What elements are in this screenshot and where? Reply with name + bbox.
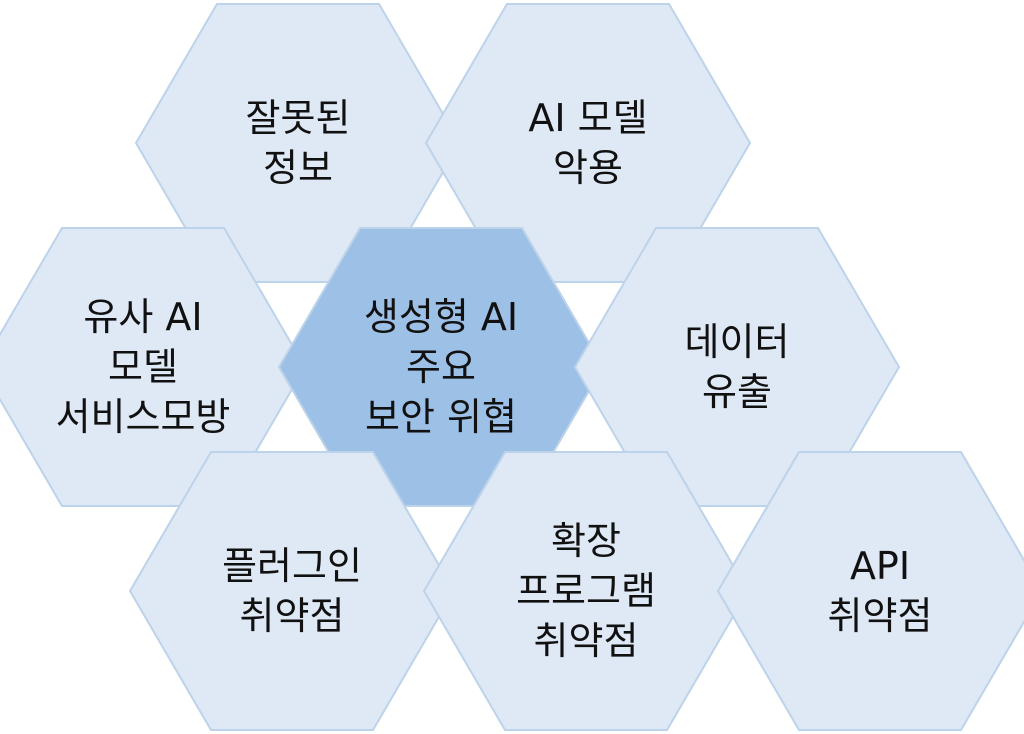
hexagon-label-line: 잘못된: [246, 96, 351, 140]
hexagon-label-line: 확장: [551, 519, 621, 563]
hexagon-label-line: 서비스모방: [56, 395, 231, 439]
hexagon-label-line: 플러그인: [222, 544, 362, 588]
hexagon-label-line: 데이터: [685, 320, 790, 364]
hexagon-label-line: API: [850, 544, 910, 588]
hexagon-label-line: 정보: [263, 146, 333, 190]
hexagon-label-line: 유출: [702, 370, 772, 414]
hexagon-label-line: 생성형 AI: [364, 295, 518, 339]
hexagon-label-line: 취약점: [240, 594, 345, 638]
hexagon-label-line: 프로그램: [516, 569, 656, 613]
hexagon-label-line: 모델: [108, 345, 178, 389]
hexagon-label-line: 취약점: [534, 619, 639, 663]
hexagon-shape: [716, 451, 1024, 731]
hexagon-api-vuln: API 취약점: [716, 451, 1024, 731]
hexagon-label-line: 악용: [553, 146, 623, 190]
hexagon-label-line: AI 모델: [528, 96, 647, 140]
hexagon-label-line: 보안 위협: [365, 395, 517, 439]
hexagon-label-line: 주요: [406, 345, 476, 389]
hexagon-label-line: 취약점: [828, 594, 933, 638]
hexagon-label-line: 유사 AI: [83, 295, 202, 339]
